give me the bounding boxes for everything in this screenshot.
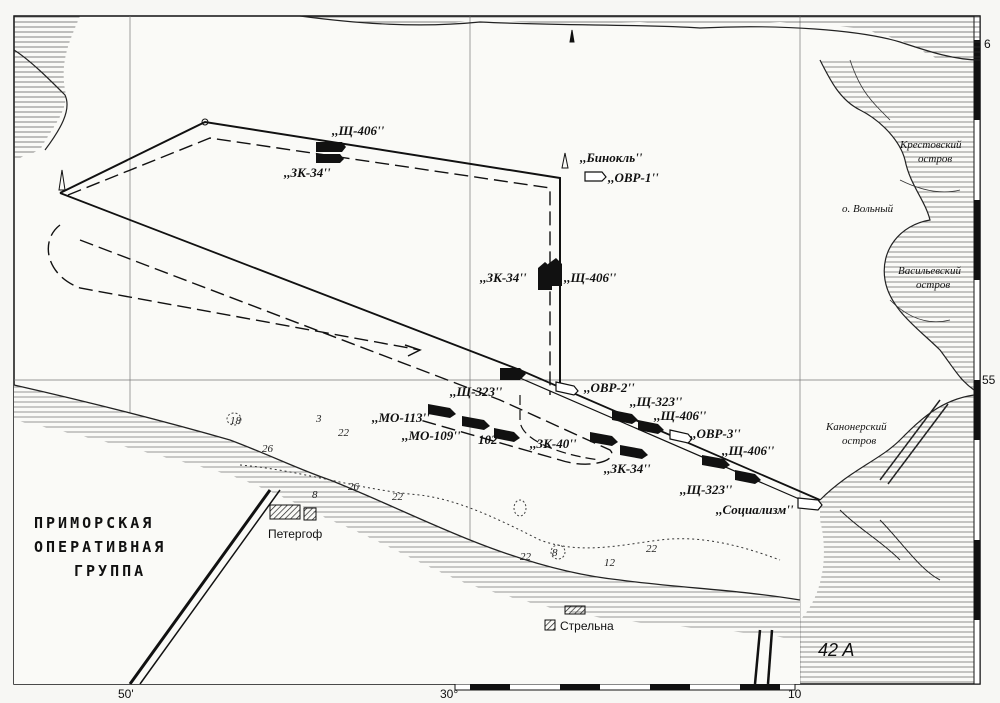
south-coast	[13, 384, 801, 684]
bottom-scale-bar	[454, 683, 796, 691]
northwest-coast	[13, 16, 80, 160]
lon-label-right: 10	[788, 687, 802, 701]
ship-zk34-low	[620, 445, 648, 459]
shoal-line	[239, 464, 781, 561]
label-zk34-low: ,,ЗК-34''	[603, 461, 651, 476]
ship-ovr2	[555, 381, 579, 396]
depth-22a: 22	[338, 427, 350, 439]
map-id-label: 42 A	[818, 640, 854, 660]
label-ovr1: ,,ОВР-1''	[607, 170, 659, 185]
ship-mo113	[428, 404, 456, 418]
strelna-marker	[544, 605, 586, 631]
ship-ovr1	[584, 171, 607, 182]
right-scale-bar	[973, 15, 981, 685]
label-mo113: ,,МО-113''	[371, 410, 430, 425]
label-krestovsky-1: Крестовский	[899, 139, 962, 151]
shoal-markers	[226, 412, 566, 560]
label-strelna: Стрельна	[560, 619, 614, 633]
ship-socialism	[797, 497, 823, 511]
label-shch406-mid: ,,Щ-406''	[563, 270, 617, 285]
label-peterhof: Петергоф	[268, 527, 322, 541]
north-coast	[299, 15, 981, 61]
peterhof-marker	[269, 504, 317, 521]
depth-22b: 22	[392, 491, 404, 503]
ships-outline-group	[555, 171, 823, 511]
label-vasilievsky-1: Васильевский	[898, 265, 961, 277]
depth-8: 8	[312, 489, 318, 501]
label-ovr3: ,,ОВР-3''	[689, 426, 741, 441]
label-mo109: ,,МО-109''	[401, 428, 461, 443]
depth-3: 3	[315, 413, 322, 425]
label-shch406-b: ,,Щ-406''	[653, 408, 707, 423]
ship-shch323-b	[612, 410, 638, 424]
label-ovr2: ,,ОВР-2''	[583, 380, 635, 395]
ship-zk40	[590, 432, 618, 446]
ships-group	[316, 142, 761, 484]
depth-22c: 22	[520, 551, 532, 563]
region-label-line-3: ГРУППА	[74, 562, 146, 580]
depth-26a: 26	[262, 443, 274, 455]
railway	[128, 489, 281, 685]
lon-label-mid: 30°	[440, 687, 458, 701]
region-label-line-1: ПРИМОРСКАЯ	[34, 514, 154, 532]
ship-shch323-a	[500, 368, 526, 380]
ship-shch406-c	[702, 455, 730, 469]
label-zk34-top: ,,ЗК-34''	[283, 165, 331, 180]
ship-shch406-top	[316, 142, 346, 152]
lat-label-mid: 55	[982, 373, 996, 387]
port-area	[800, 394, 975, 684]
navigation-markers	[58, 29, 575, 191]
label-102: 102	[478, 432, 498, 447]
label-volny: о. Вольный	[842, 203, 894, 215]
lat-label-top: 6	[984, 37, 991, 51]
depth-8b: 8	[552, 547, 558, 559]
ship-shch323-c	[735, 470, 761, 484]
label-zk34-mid: ,,ЗК-34''	[479, 270, 527, 285]
ship-zk34-top	[316, 154, 344, 163]
depth-18: 18	[230, 415, 242, 427]
label-kanonersky-2: остров	[842, 435, 876, 447]
label-shch406-c: ,,Щ-406''	[721, 443, 775, 458]
label-binokl: ,,Бинокль''	[579, 150, 643, 165]
ship-mo109	[462, 416, 490, 430]
label-shch323-c: ,,Щ-323''	[679, 482, 733, 497]
east-coast-islands	[819, 59, 975, 391]
region-label-line-2: ОПЕРАТИВНАЯ	[34, 538, 166, 556]
label-socialism: ,,Социализм''	[715, 502, 794, 517]
ship-shch406-mid	[548, 258, 562, 286]
ship-shch406-b	[638, 420, 664, 434]
label-vasilievsky-2: остров	[916, 279, 950, 291]
depth-26b: 26	[348, 481, 360, 493]
lon-label-left: 50'	[118, 687, 134, 701]
label-shch406-top: ,,Щ-406''	[331, 123, 385, 138]
label-shch323-a: ,,Щ-323''	[449, 384, 503, 399]
label-kanonersky-1: Канонерский	[825, 421, 887, 433]
label-shch323-b: ,,Щ-323''	[629, 394, 683, 409]
label-krestovsky-2: остров	[918, 153, 952, 165]
direction-arrow	[404, 344, 422, 357]
ship-ovr3	[669, 429, 693, 444]
depth-12: 12	[604, 557, 616, 569]
depth-22d: 22	[646, 543, 658, 555]
label-zk40: ,,ЗК-40''	[529, 436, 577, 451]
ship-102	[494, 428, 520, 442]
canal-south	[753, 629, 774, 685]
